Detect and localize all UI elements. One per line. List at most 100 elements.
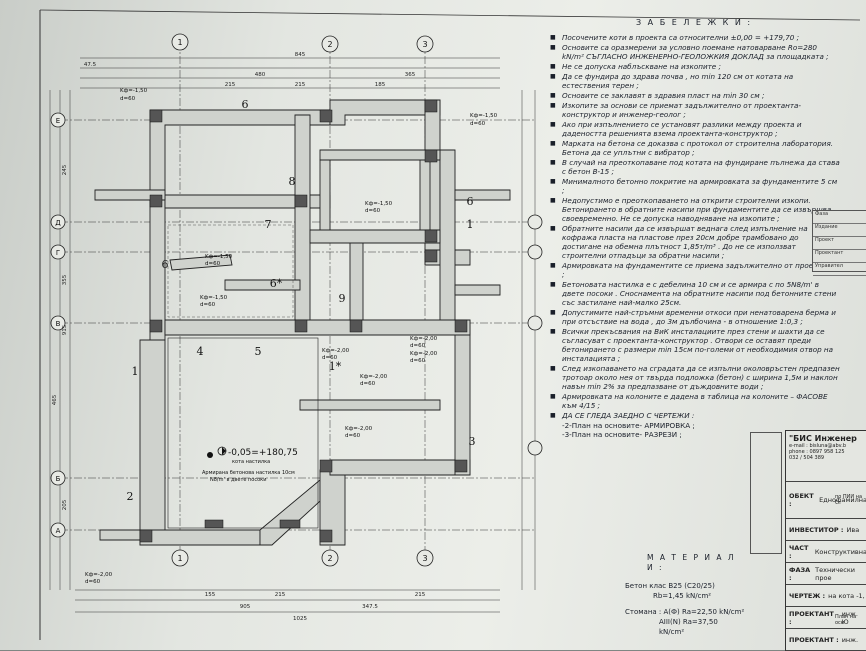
dim-top-c: 47.5 xyxy=(84,62,97,68)
concrete-rb: Rb=1,45 kN/cm² xyxy=(653,592,712,600)
note-item: Бетоновата настилка е с дебелина 10 см и… xyxy=(550,280,840,307)
note-item: Основите се заклавят в здравия пласт на … xyxy=(550,91,840,100)
object-label: ОБЕКТ : xyxy=(789,492,814,508)
revision-cell: Управител xyxy=(813,263,866,276)
section-mark-1b: 1 xyxy=(467,218,474,231)
note-item: Марката на бетона се доказва с протокол … xyxy=(550,139,840,157)
dim-top-e: 215 xyxy=(295,82,306,88)
part-value: Конструктивна xyxy=(814,547,866,556)
axis-left-b: Б xyxy=(56,475,61,483)
dim-bottom-total: 1025 xyxy=(293,616,307,622)
dim-left-a: 245 xyxy=(62,164,68,175)
designer-label: ПРОЕКТАНТ : xyxy=(789,609,834,626)
drawing-value: на кота -1, xyxy=(828,591,865,600)
dim-top-d: 215 xyxy=(225,82,236,88)
footing-label: Kф=-1,50 xyxy=(120,88,148,94)
part-row: ЧАСТ : Конструктивна xyxy=(786,541,866,563)
title-block: "БИС Инженер e-mail : bisluna@abv.b phon… xyxy=(785,430,866,651)
section-mark-6star: 6* xyxy=(270,277,283,290)
steel-a1: A(Ф) Ra=22,50 kN/cm² xyxy=(663,608,745,616)
section-mark-2: 2 xyxy=(127,490,134,503)
section-mark-6c: 6 xyxy=(467,195,474,208)
footing-depth: d=60 xyxy=(85,579,101,585)
object-value-2: по ПИИ на Ст xyxy=(835,494,863,506)
axis-left-e: Е xyxy=(56,117,60,125)
dim-left-b: 355 xyxy=(62,274,68,285)
investor-row: ИНВЕСТИТОР :Ива xyxy=(786,519,866,541)
revision-cell: Проектант xyxy=(813,250,866,263)
note-item: Не се допуска наблъскване на изкопите ; xyxy=(550,62,840,71)
materials-title: М А Т Е Р И А Л И : xyxy=(647,553,736,572)
note-item: Посочените коти в проекта са относителни… xyxy=(550,33,840,42)
note-item: Всички прекъсвания на ВиК инсталациите п… xyxy=(550,327,840,363)
revision-cell: Издание xyxy=(813,224,866,237)
note-item: Обратните насипи да се извършат веднага … xyxy=(550,224,840,260)
dim-top-b: 365 xyxy=(405,72,416,78)
dim-bottom-d: 215 xyxy=(275,592,286,598)
part-label: ЧАСТ : xyxy=(789,543,809,560)
drawing-subline: План на осн xyxy=(835,614,866,626)
dim-top-a: 480 xyxy=(255,72,266,78)
phase-value: Технически прое xyxy=(815,565,855,582)
designer2-value: инж. xyxy=(841,635,859,644)
note-item: Минималното бетонно покритие на армировк… xyxy=(550,177,840,195)
designer2-row: ПРОЕКТАНТ :инж. xyxy=(786,629,866,651)
firm-phone-2: 032 / 504 389 xyxy=(789,455,825,461)
footing-label: Kф=-2,00 xyxy=(322,348,350,354)
footing-label: Kф=-1,50 xyxy=(205,254,233,260)
steel-a3: AIII(N) Ra=37,50 kN/cm² xyxy=(659,618,718,636)
axis-left-v: В xyxy=(56,320,61,328)
section-mark-6b: 6 xyxy=(162,258,169,271)
footing-depth: d=60 xyxy=(410,358,426,364)
investor-value: Ива xyxy=(846,525,860,534)
footing-label: Kф=-2,00 xyxy=(85,572,113,578)
level-mark: -0,05=+180,75 xyxy=(228,448,298,458)
note-sub: -3-План на основите- РАЗРЕЗИ ; xyxy=(562,430,682,439)
investor-label: ИНВЕСТИТОР : xyxy=(789,525,844,534)
section-mark-1: 1 xyxy=(132,365,139,378)
note-item: Ако при изпълнението се установят разлик… xyxy=(550,120,840,138)
firm-cell: "БИС Инженер e-mail : bisluna@abv.b phon… xyxy=(786,431,866,482)
note-item: Недопустимо е преоткопаването на открити… xyxy=(550,196,840,223)
steel-label: Стомана : xyxy=(625,608,662,616)
slab-note-2: N8/m' в двете посоки xyxy=(210,477,266,483)
drawing-value-2: План на осн xyxy=(835,614,857,626)
phase-row: ФАЗА :Технически прое xyxy=(786,563,866,585)
section-mark-9: 9 xyxy=(339,292,346,305)
dim-top-total: 845 xyxy=(295,52,306,58)
designer-value: инж. Ю xyxy=(841,609,858,626)
footing-depth: d=60 xyxy=(120,96,136,102)
axis-bottom-2: 2 xyxy=(327,554,332,563)
footing-depth: d=60 xyxy=(205,261,221,267)
object-row: ОБЕКТ :Еднофамилна xyxy=(786,482,866,519)
firm-phone: phone : 0897 958 125 xyxy=(789,449,845,455)
section-mark-6a: 6 xyxy=(242,98,249,111)
level-mark-sub: кота настилка xyxy=(232,459,270,465)
notes-block: З А Б Е Л Е Ж К И : Посочените коти в пр… xyxy=(550,18,840,439)
section-mark-1star: 1* xyxy=(329,360,342,373)
section-mark-4: 4 xyxy=(197,345,204,358)
note-sub: -2-План на основите- АРМИРОВКА ; xyxy=(562,421,695,430)
footing-depth: d=60 xyxy=(470,121,486,127)
axis-left-g: Г xyxy=(56,249,60,257)
notes-title: З А Б Е Л Е Ж К И : xyxy=(636,18,753,27)
footing-label: Kф=-1,50 xyxy=(200,295,228,301)
dim-left-d: 205 xyxy=(62,499,68,510)
note-item: Изкопите за основи се приемат задължител… xyxy=(550,101,840,119)
footing-label: Kф=-1,50 xyxy=(470,113,498,119)
note-item: Основите са оразмерени за условно поеман… xyxy=(550,43,840,61)
phase-label: ФАЗА : xyxy=(789,565,811,582)
firm-email: e-mail : bisluna@abv.b xyxy=(789,443,846,449)
revision-table: Фаза Издание Проект Проектант Управител xyxy=(812,210,866,276)
footing-depth: d=60 xyxy=(410,343,426,349)
footing-depth: d=60 xyxy=(360,381,376,387)
dim-bottom-c: 155 xyxy=(205,592,216,598)
section-mark-3: 3 xyxy=(469,435,476,448)
section-mark-8: 8 xyxy=(289,175,296,188)
section-mark-7: 7 xyxy=(265,218,272,231)
drawing-row: ЧЕРТЕЖ :на кота -1, xyxy=(786,585,866,607)
note-item: ДА СЕ ГЛЕДА ЗАЕДНО С ЧЕРТЕЖИ : xyxy=(550,411,840,420)
revision-cell: Проект xyxy=(813,237,866,250)
